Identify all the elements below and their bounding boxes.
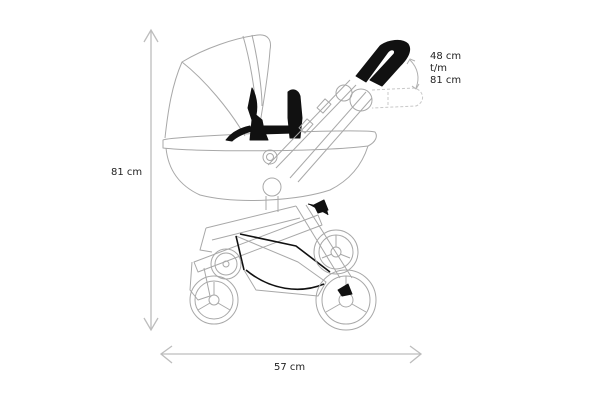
canopy [164, 34, 271, 139]
handle-height-label: 48 cm t/m 81 cm [430, 51, 461, 87]
handle-height-max: 81 cm [430, 75, 462, 86]
height-dimension-label: 81 cm [111, 167, 143, 178]
height-dimension-line [143, 28, 159, 332]
harness [225, 87, 303, 142]
width-dimension-line [159, 345, 423, 364]
handle-height-separator: t/m [430, 63, 448, 74]
handlebar-frame [267, 79, 373, 183]
handle-grip [355, 39, 411, 87]
stroller-illustration [162, 34, 423, 331]
front-wheel-back [210, 248, 242, 280]
bassinet [162, 130, 377, 201]
width-dimension-label: 57 cm [274, 362, 306, 373]
handle-height-min: 48 cm [430, 51, 462, 62]
rear-wheel-back [313, 229, 359, 275]
frame-joints [262, 149, 282, 212]
basket [235, 233, 331, 297]
lower-frame [189, 199, 353, 301]
handle-adjust-arrow [406, 58, 420, 90]
handle-alternate-position [371, 87, 423, 109]
front-wheel-front [189, 275, 239, 325]
rear-wheel-front [315, 269, 377, 331]
